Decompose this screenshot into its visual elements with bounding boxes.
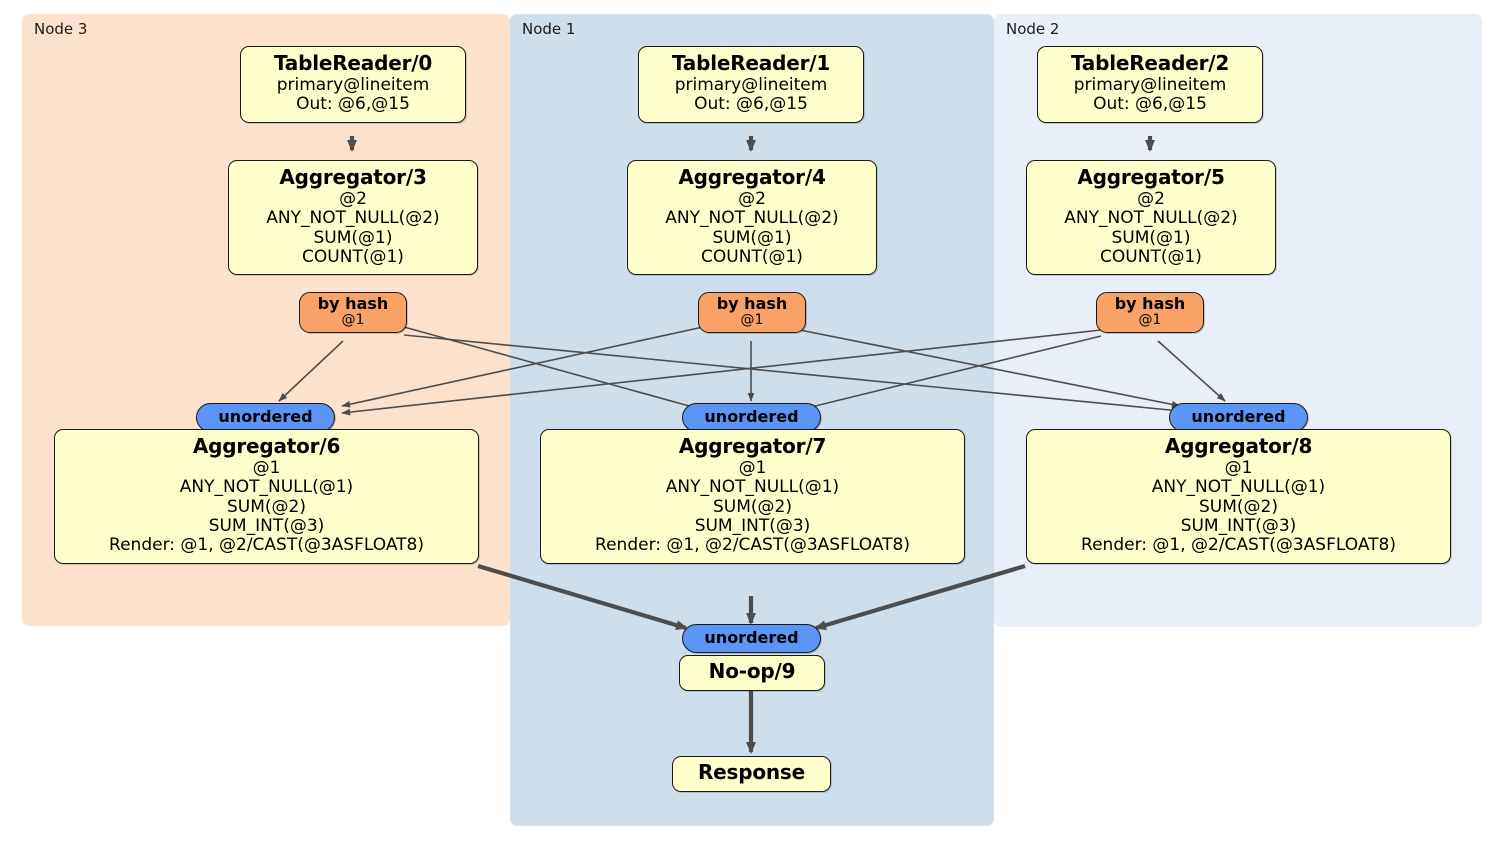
- processor-title: TableReader/0: [273, 51, 433, 75]
- processor-no-op-9[interactable]: No-op/9: [679, 655, 825, 691]
- processor-detail: @2: [738, 188, 766, 209]
- processor-detail: SUM(@1): [1111, 227, 1191, 248]
- processor-title: TableReader/2: [1070, 51, 1230, 75]
- processor-aggregator-4[interactable]: Aggregator/4 @2 ANY_NOT_NULL(@2) SUM(@1)…: [627, 160, 877, 276]
- panel-node-2-label: Node 2: [1006, 20, 1060, 38]
- processor-aggregator-5[interactable]: Aggregator/5 @2 ANY_NOT_NULL(@2) SUM(@1)…: [1026, 160, 1276, 276]
- processor-detail: COUNT(@1): [302, 246, 404, 267]
- router-column-label: @1: [740, 311, 764, 328]
- processor-title: Aggregator/4: [678, 165, 826, 189]
- processor-title: No-op/9: [708, 659, 796, 683]
- router-unordered-7[interactable]: unordered: [682, 403, 821, 432]
- processor-title: Aggregator/8: [1164, 434, 1313, 458]
- processor-detail: SUM_INT(@3): [208, 515, 325, 536]
- processor-detail: @1: [1224, 457, 1253, 478]
- router-by-hash-5[interactable]: by hash @1: [1096, 292, 1204, 333]
- processor-tablereader-0[interactable]: TableReader/0 primary@lineitem Out: @6,@…: [240, 46, 466, 123]
- processor-detail: ANY_NOT_NULL(@1): [179, 477, 354, 498]
- router-column-label: @1: [1138, 311, 1162, 328]
- processor-detail: ANY_NOT_NULL(@2): [266, 208, 440, 229]
- processor-detail: COUNT(@1): [701, 246, 803, 267]
- router-kind-label: by hash: [716, 294, 788, 313]
- processor-detail: ANY_NOT_NULL(@2): [665, 208, 839, 229]
- router-kind-label: by hash: [1114, 294, 1186, 313]
- router-by-hash-4[interactable]: by hash @1: [698, 292, 806, 333]
- processor-detail: Out: @6,@15: [694, 94, 808, 115]
- processor-title: Response: [697, 760, 806, 784]
- processor-detail: SUM(@1): [313, 227, 393, 248]
- router-kind-label: by hash: [317, 294, 389, 313]
- processor-detail: SUM_INT(@3): [694, 515, 811, 536]
- processor-aggregator-8[interactable]: Aggregator/8 @1 ANY_NOT_NULL(@1) SUM(@2)…: [1026, 429, 1451, 564]
- processor-detail: primary@lineitem: [276, 74, 430, 95]
- processor-detail: @1: [252, 457, 281, 478]
- processor-title: Aggregator/6: [192, 434, 341, 458]
- processor-aggregator-7[interactable]: Aggregator/7 @1 ANY_NOT_NULL(@1) SUM(@2)…: [540, 429, 965, 564]
- processor-detail: @2: [339, 188, 367, 209]
- processor-detail: Out: @6,@15: [296, 94, 410, 115]
- processor-detail: SUM(@2): [1199, 496, 1278, 517]
- processor-detail: SUM(@2): [227, 496, 306, 517]
- processor-title: Aggregator/7: [678, 434, 827, 458]
- processor-tablereader-2[interactable]: TableReader/2 primary@lineitem Out: @6,@…: [1037, 46, 1263, 123]
- processor-detail: primary@lineitem: [674, 74, 828, 95]
- processor-detail: Out: @6,@15: [1093, 94, 1207, 115]
- router-unordered-6[interactable]: unordered: [196, 403, 335, 432]
- processor-aggregator-6[interactable]: Aggregator/6 @1 ANY_NOT_NULL(@1) SUM(@2)…: [54, 429, 479, 564]
- processor-title: TableReader/1: [671, 51, 831, 75]
- router-by-hash-3[interactable]: by hash @1: [299, 292, 407, 333]
- processor-detail: Render: @1, @2/CAST(@3ASFLOAT8): [109, 535, 424, 556]
- processor-response[interactable]: Response: [672, 756, 831, 792]
- processor-detail: Render: @1, @2/CAST(@3ASFLOAT8): [595, 535, 910, 556]
- router-unordered-9[interactable]: unordered: [682, 624, 821, 653]
- processor-detail: @2: [1137, 188, 1165, 209]
- processor-title: Aggregator/5: [1077, 165, 1225, 189]
- processor-detail: @1: [738, 457, 767, 478]
- router-unordered-8[interactable]: unordered: [1169, 403, 1308, 432]
- processor-aggregator-3[interactable]: Aggregator/3 @2 ANY_NOT_NULL(@2) SUM(@1)…: [228, 160, 478, 276]
- processor-detail: primary@lineitem: [1073, 74, 1227, 95]
- processor-title: Aggregator/3: [279, 165, 427, 189]
- panel-node-1-label: Node 1: [522, 20, 576, 38]
- processor-detail: SUM(@1): [712, 227, 792, 248]
- panel-node-3-label: Node 3: [34, 20, 88, 38]
- router-column-label: @1: [341, 311, 365, 328]
- processor-tablereader-1[interactable]: TableReader/1 primary@lineitem Out: @6,@…: [638, 46, 864, 123]
- processor-detail: ANY_NOT_NULL(@2): [1064, 208, 1238, 229]
- processor-detail: SUM_INT(@3): [1180, 515, 1297, 536]
- processor-detail: COUNT(@1): [1100, 246, 1202, 267]
- processor-detail: ANY_NOT_NULL(@1): [1151, 477, 1326, 498]
- processor-detail: SUM(@2): [713, 496, 792, 517]
- processor-detail: ANY_NOT_NULL(@1): [665, 477, 840, 498]
- processor-detail: Render: @1, @2/CAST(@3ASFLOAT8): [1081, 535, 1396, 556]
